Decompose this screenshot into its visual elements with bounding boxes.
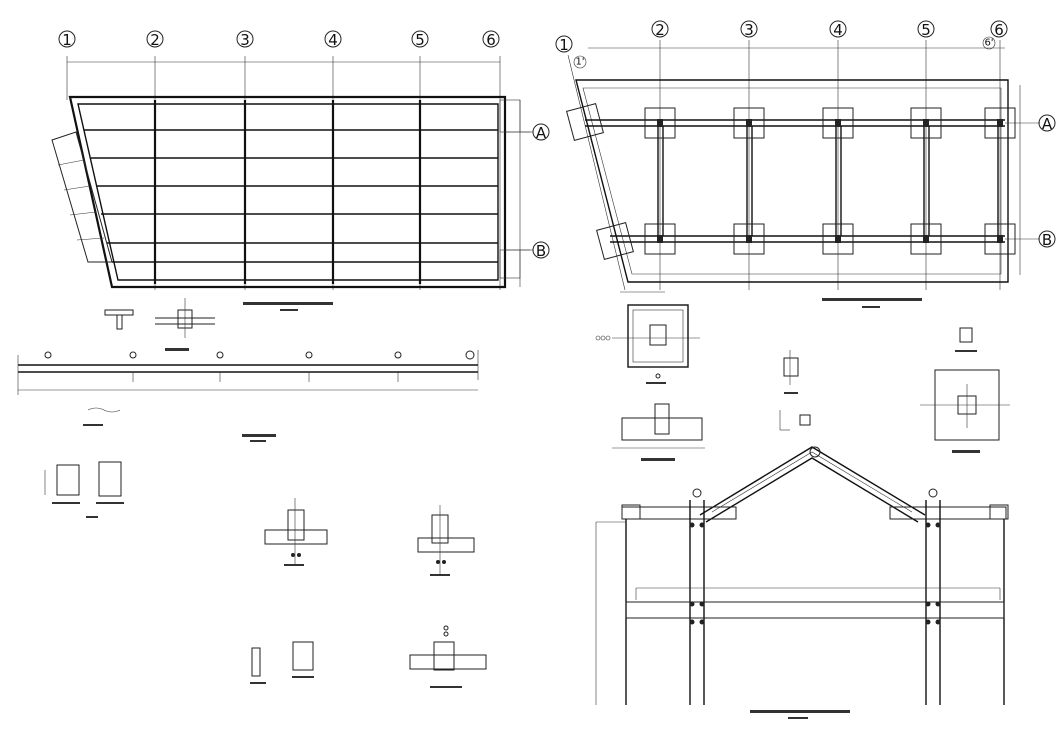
grid-bubble-right-4: 4	[829, 20, 847, 39]
footing-plan-detail	[595, 304, 700, 384]
svg-text:1: 1	[559, 36, 569, 54]
grid-bubble-right-6-prime: 6'	[982, 36, 996, 50]
grid-bubble-right-6: 6	[990, 20, 1008, 39]
svg-text:B: B	[536, 242, 546, 260]
column-anchor-detail	[779, 350, 811, 431]
grid-bubble-left-B: B	[532, 241, 550, 260]
right-plan-footings	[566, 103, 1016, 260]
left-beam-details	[104, 298, 215, 351]
left-connection-detail	[44, 461, 124, 518]
frame-rebar-dots	[689, 522, 941, 625]
svg-text:3: 3	[744, 21, 754, 39]
svg-text:B: B	[1042, 231, 1052, 249]
grid-bubble-right-B: B	[1038, 230, 1056, 249]
svg-text:A: A	[536, 124, 547, 142]
svg-text:2: 2	[655, 21, 665, 39]
grid-bubble-left-1: 1	[58, 30, 76, 49]
portal-frame-elevation	[595, 446, 1009, 719]
footing-detail-1	[264, 498, 328, 566]
left-plan-column-bubbles: 1 2 3 4 5 6	[58, 30, 500, 49]
svg-text:6: 6	[486, 31, 496, 49]
left-roof-framing-plan	[51, 56, 530, 311]
left-plan-purlins	[84, 129, 498, 263]
right-plan-column-bubbles: 1 2 3 4 5 6 1' 6'	[555, 20, 1008, 69]
section-column-marks	[44, 350, 475, 382]
svg-text:2: 2	[150, 31, 160, 49]
left-plan-row-bubbles: A B	[520, 123, 550, 260]
svg-text:5: 5	[415, 31, 425, 49]
left-longitudinal-section	[17, 350, 479, 442]
grid-bubble-left-5: 5	[411, 30, 429, 49]
svg-text:1': 1'	[575, 57, 584, 68]
svg-text:4: 4	[328, 31, 338, 49]
grid-bubble-right-1-prime: 1'	[573, 55, 587, 69]
svg-text:6: 6	[994, 21, 1004, 39]
right-plan-row-bubbles: A B	[1038, 114, 1056, 249]
grid-bubble-right-A: A	[1038, 114, 1056, 133]
right-foundation-plan	[566, 40, 1040, 308]
grid-bubble-left-4: 4	[324, 30, 342, 49]
grid-bubble-right-1: 1	[555, 35, 573, 54]
grid-bubble-right-2: 2	[651, 20, 669, 39]
svg-text:6': 6'	[984, 38, 993, 49]
right-plan-ties	[657, 126, 999, 236]
grid-bubble-right-3: 3	[740, 20, 758, 39]
grid-bubble-left-2: 2	[146, 30, 164, 49]
grid-bubble-left-3: 3	[236, 30, 254, 49]
grid-bubble-right-5: 5	[917, 20, 935, 39]
svg-text:1: 1	[62, 31, 72, 49]
svg-text:4: 4	[833, 21, 843, 39]
footing-detail-3	[409, 625, 487, 688]
right-plan-grid-lines	[567, 40, 1001, 291]
column-section-detail	[250, 641, 314, 684]
left-plan-beams	[153, 100, 422, 284]
left-plan-grid-ticks	[66, 56, 501, 290]
grid-bubble-left-6: 6	[482, 30, 500, 49]
footing-section-detail	[612, 403, 705, 461]
svg-text:A: A	[1042, 115, 1053, 133]
svg-text:5: 5	[921, 21, 931, 39]
svg-text:3: 3	[240, 31, 250, 49]
base-plate-detail	[920, 327, 1010, 453]
footing-detail-2	[417, 505, 475, 576]
grid-bubble-left-A: A	[532, 123, 550, 142]
